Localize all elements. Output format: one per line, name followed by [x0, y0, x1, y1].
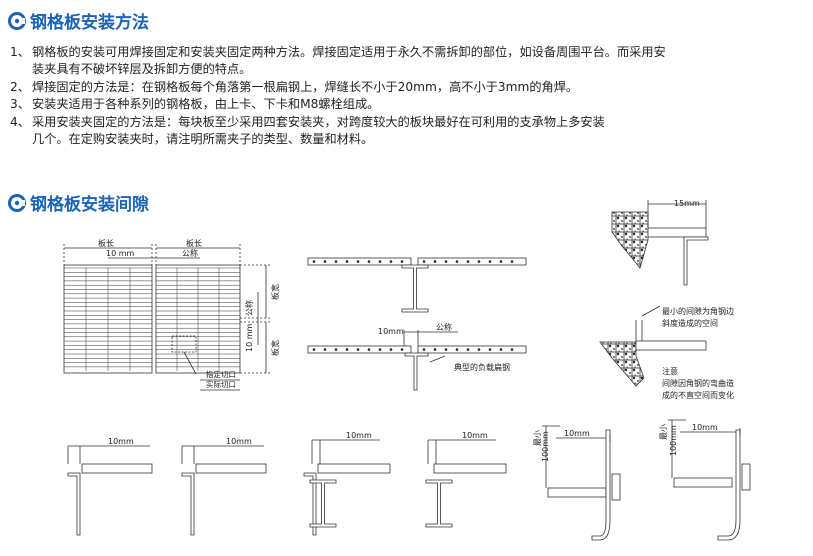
- bottom-min-value-2: 100mm: [669, 425, 678, 456]
- bottom-gap-b: 10mm: [226, 437, 252, 446]
- plan-view: 板长 板长 10 mm 公称 公称 10 mm 板宽 板宽 指定切口 实际切口: [63, 238, 280, 391]
- angle-note-min-gap-2: 斜度造成的空间: [662, 318, 718, 328]
- install-method-list: 1、 钢格板的安装可用焊接固定和安装夹固定两种方法。焊接固定适用于永久不需拆卸的…: [10, 44, 810, 148]
- angle-note-2-line1: 间隙因角钢的弯曲造: [662, 378, 734, 388]
- bottom-detail-3: 10mm: [303, 431, 391, 536]
- angle-note-2-line2: 成的不直空间而变化: [662, 390, 734, 400]
- plan-gap-label: 10 mm: [106, 249, 135, 258]
- section-bearing-bar-note: 典型的负载扁钢: [454, 362, 510, 372]
- bottom-detail-1: 10mm: [67, 437, 153, 536]
- plan-nominal-label: 公称: [182, 248, 198, 258]
- bullet-c-icon: [8, 193, 26, 212]
- section-title: 钢格板安装间隙: [30, 195, 149, 215]
- list-item: 2、 焊接固定的方法是：在钢格板每个角落第一根扁钢上，焊缝长不小于20mm，高不…: [10, 79, 579, 94]
- plan-board-length-1: 板长: [98, 238, 114, 248]
- bottom-min-value-1: 100mm: [541, 431, 550, 462]
- section-heading-install-method: 钢格板安装方法: [8, 8, 149, 33]
- plan-gap-side: 10 mm: [245, 323, 254, 352]
- angle-detail-top: 15mm: [611, 199, 709, 286]
- bottom-min-label-1: 最小: [533, 430, 542, 446]
- list-item: 1、 钢格板的安装可用焊接固定和安装夹固定两种方法。焊接固定适用于永久不需拆卸的…: [10, 45, 666, 77]
- angle-detail-middle: 最小的间隙为角钢边 斜度造成的空间 注意 间隙因角钢的弯曲造 成的不直空间而变化: [599, 305, 734, 400]
- section-view: 10mm 公称 典型的负载扁钢: [307, 257, 527, 391]
- plan-grid-right: [156, 267, 240, 371]
- plan-board-length-2: 板长: [186, 238, 202, 248]
- plan-specified-cut: 指定切口: [206, 369, 236, 379]
- bottom-detail-4: 10mm: [425, 431, 507, 528]
- plan-board-width-1: 板宽: [270, 284, 280, 300]
- bottom-detail-5: 10mm 最小 100mm: [533, 425, 621, 541]
- bottom-detail-2: 10mm: [181, 437, 267, 536]
- bottom-gap-a: 10mm: [108, 437, 134, 446]
- angle-note-title: 注意: [662, 366, 678, 376]
- bottom-gap-c: 10mm: [346, 431, 372, 440]
- bottom-detail-6: 10mm 最小 100mm: [659, 419, 751, 541]
- section-gap-label: 10mm: [378, 327, 404, 336]
- list-item: 3、 安装夹适用于各种系列的钢格板，由上卡、下卡和M8螺栓组成。: [10, 97, 380, 112]
- bottom-min-label-2: 最小: [659, 424, 668, 440]
- plan-grid-left: [64, 267, 152, 371]
- plan-board-width-2: 板宽: [270, 340, 280, 356]
- plan-nominal-side: 公称: [244, 300, 254, 316]
- plan-actual-cut: 实际切口: [206, 379, 236, 389]
- angle-dim-15mm: 15mm: [674, 199, 700, 208]
- angle-note-min-gap-1: 最小的间隙为角钢边: [662, 306, 734, 316]
- bottom-gap-f: 10mm: [692, 423, 718, 432]
- bullet-c-icon: [8, 11, 26, 30]
- bottom-gap-d: 10mm: [462, 431, 488, 440]
- section-title: 钢格板安装方法: [30, 13, 149, 33]
- list-item: 4、 采用安装夹固定的方法是：每块板至少采用四套安装夹，对跨度较大的板块最好在可…: [10, 114, 605, 147]
- section-heading-install-gap: 钢格板安装间隙: [8, 190, 149, 215]
- section-nominal-label: 公称: [436, 322, 452, 332]
- bottom-gap-e: 10mm: [564, 429, 590, 438]
